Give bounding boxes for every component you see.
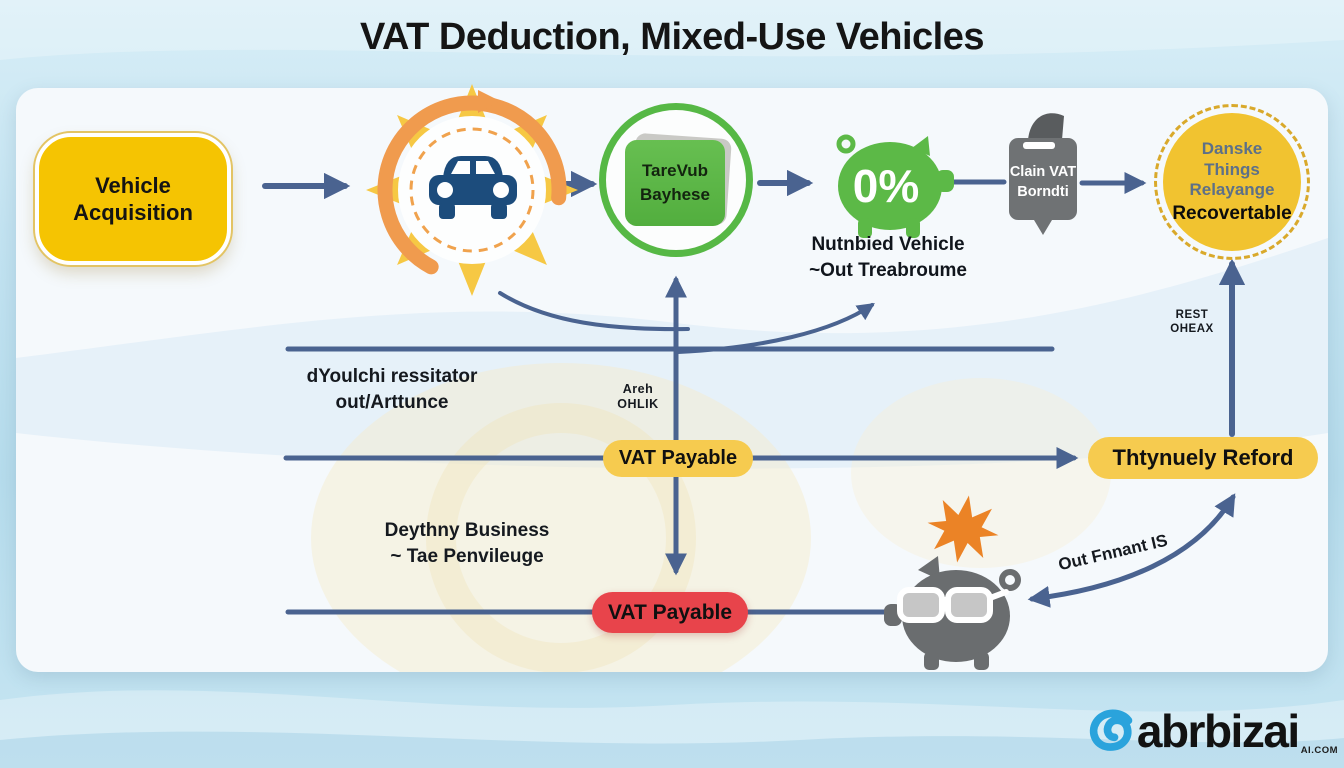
note-areh: Areh OHLIK [593, 382, 683, 412]
note-areh-line2: OHLIK [617, 397, 659, 411]
note-resitator-line2: out/Arttunce [335, 392, 449, 414]
vat-payable-pill-yellow: VAT Payable [603, 440, 753, 477]
sun-cycle-icon [366, 84, 578, 296]
logo-swoosh-icon [1089, 709, 1133, 751]
vehicle-acquisition-label-line1: Vehicle [95, 172, 171, 198]
vat-payable-pill-red: VAT Payable [592, 592, 748, 633]
green-piggy-bank-icon: 0% [836, 134, 954, 238]
star-burst [926, 494, 1000, 564]
gray-piggy-bank-icon [884, 556, 1021, 670]
folder-label-line2: Bayhese [640, 185, 710, 204]
recoverable-line1: Danske [1201, 138, 1263, 158]
note-business-line1: Deythny Business [384, 520, 550, 541]
zero-percent-label: 0% [853, 160, 919, 212]
zero-percent-piggy: 0% [824, 122, 958, 240]
refund-pill: Thtynuely Reford [1088, 437, 1318, 479]
folder-label-line1: TareVub [641, 161, 709, 181]
claim-doc-label-line1: Clain VAT [1010, 164, 1076, 180]
piggy-caption-line1: Nutnbied Vehicle [811, 234, 965, 255]
note-resitator: dYoulchi ressitator out/Arttunce [282, 364, 502, 416]
tax-folder-circle: TareVub Bayhese [599, 103, 753, 257]
page-title: VAT Deduction, Mixed-Use Vehicles [359, 16, 985, 58]
claim-vat-document: Clain VAT Borndti [1006, 110, 1080, 236]
logo-name: abrbizai [1136, 705, 1300, 757]
vehicle-acquisition-label-line2: Acquisition [73, 200, 193, 225]
note-business-line2: ~ Tae Penvileuge [390, 546, 544, 568]
recoverable-line3: Relayange [1189, 180, 1275, 200]
note-resitator-line1: dYoulchi ressitator [306, 366, 478, 387]
cycle-arrowhead [478, 90, 500, 113]
logo-suffix: AI.COM [1300, 745, 1338, 756]
vehicle-usage-cycle [366, 84, 578, 296]
recoverable-circle: Danske Things Relayange Recovertable [1154, 104, 1310, 260]
document-icon: Clain VAT Borndti [1009, 113, 1077, 235]
folder-icon: TareVub Bayhese [625, 132, 732, 226]
star-burst-icon [927, 495, 999, 563]
piggy-caption-line2: ~Out Treabroume [809, 260, 967, 282]
note-business: Deythny Business ~ Tae Penvileuge [352, 518, 582, 570]
piggy-caption: Nutnbied Vehicle ~Out Treabroume [778, 232, 998, 284]
note-areh-line1: Areh [622, 382, 654, 396]
note-rest: REST OHEAX [1147, 308, 1237, 337]
vehicle-acquisition-box: Vehicle Acquisition [35, 133, 231, 265]
recoverable-line2: Things [1204, 159, 1260, 179]
cycle-arc [377, 95, 567, 285]
car-icon [429, 156, 517, 219]
recoverable-line4: Recovertable [1172, 203, 1292, 225]
savings-piggy [882, 548, 1028, 670]
note-rest-line1: REST [1175, 309, 1209, 321]
note-rest-line2: OHEAX [1170, 323, 1214, 336]
claim-doc-label-line2: Borndti [1017, 184, 1069, 200]
brand-logo: abrbizai AI.COM [1088, 698, 1338, 764]
sunglasses-icon [897, 587, 1009, 623]
